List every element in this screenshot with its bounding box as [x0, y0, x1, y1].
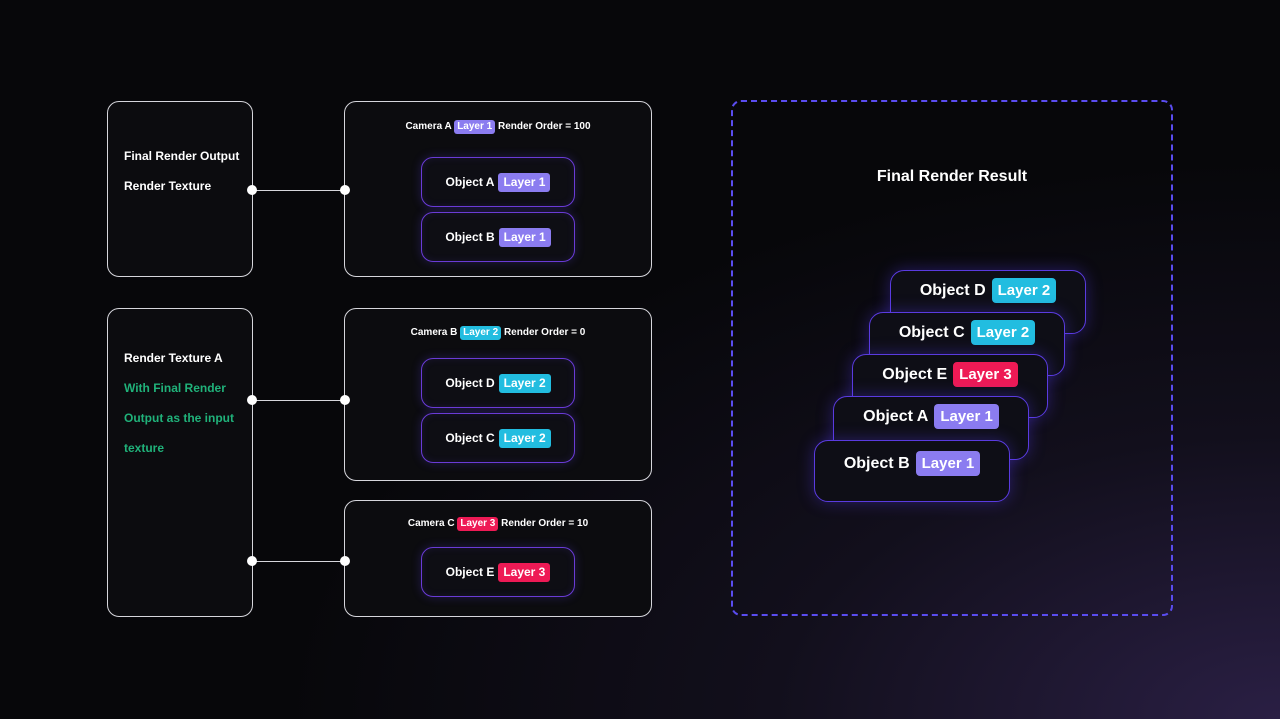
camera-a-name: Camera A	[405, 121, 452, 132]
layer-badge: Layer 1	[934, 404, 999, 429]
layer-badge: Layer 2	[498, 373, 551, 393]
camera-c-panel: Camera C Layer 3 Render Order = 10 Objec…	[344, 500, 652, 617]
layer-badge: Layer 1	[498, 227, 551, 247]
object-label: Object A	[445, 175, 495, 189]
camera-c-order: Render Order = 10	[501, 518, 589, 529]
camera-b-layer-badge: Layer 2	[460, 326, 502, 340]
camera-b-name: Camera B	[410, 327, 458, 338]
camera-a-header: Camera A Layer 1 Render Order = 100	[345, 120, 651, 134]
object-label: Object B	[843, 454, 910, 472]
layer-badge: Layer 1	[498, 172, 551, 192]
texture-note-line-3: texture	[124, 441, 165, 455]
object-label: Object E	[445, 565, 495, 579]
connector-dot	[340, 395, 350, 405]
camera-c-object-e: Object E Layer 3	[421, 547, 575, 597]
camera-b-header: Camera B Layer 2 Render Order = 0	[345, 326, 651, 340]
object-label: Object C	[445, 431, 495, 445]
camera-b-object-c: Object C Layer 2	[421, 413, 575, 463]
stack-object-b: Object B Layer 1	[814, 440, 1010, 502]
layer-badge: Layer 3	[498, 562, 551, 582]
final-render-output-panel: Final Render Output Render Texture	[107, 101, 253, 277]
stack-object-d: Object D Layer 2	[890, 270, 1086, 334]
camera-c-layer-badge: Layer 3	[457, 517, 499, 531]
camera-a-order: Render Order = 100	[498, 121, 591, 132]
layer-badge: Layer 2	[991, 278, 1057, 303]
texture-note-line-2: Output as the input	[124, 411, 234, 425]
camera-a-object-a: Object A Layer 1	[421, 157, 575, 207]
camera-b-panel: Camera B Layer 2 Render Order = 0 Object…	[344, 308, 652, 481]
connector-dot	[247, 395, 257, 405]
connector-final-to-camera-a	[252, 190, 345, 191]
camera-a-object-b: Object B Layer 1	[421, 212, 575, 262]
camera-a-panel: Camera A Layer 1 Render Order = 100 Obje…	[344, 101, 652, 277]
camera-c-header: Camera C Layer 3 Render Order = 10	[345, 517, 651, 531]
render-texture-a-label: Render Texture A	[124, 351, 223, 365]
object-label: Object E	[882, 365, 948, 383]
layer-badge: Layer 3	[953, 362, 1018, 387]
connector-texture-a-to-camera-c	[252, 561, 345, 562]
object-label: Object D	[919, 281, 986, 299]
camera-b-object-d: Object D Layer 2	[421, 358, 575, 408]
camera-b-order: Render Order = 0	[503, 327, 586, 338]
render-texture-label: Render Texture	[124, 179, 212, 193]
final-render-output-label: Final Render Output	[124, 149, 240, 163]
connector-dot	[247, 556, 257, 566]
connector-dot	[340, 556, 350, 566]
layer-badge: Layer 2	[498, 428, 551, 448]
camera-c-name: Camera C	[407, 518, 455, 529]
camera-a-layer-badge: Layer 1	[454, 120, 496, 134]
connector-dot	[340, 185, 350, 195]
texture-note-line-1: With Final Render	[124, 381, 226, 395]
object-label: Object A	[863, 407, 929, 425]
final-render-result-title: Final Render Result	[876, 168, 1028, 185]
connector-dot	[247, 185, 257, 195]
layer-badge: Layer 1	[915, 451, 981, 476]
layer-badge: Layer 2	[970, 320, 1036, 345]
object-label: Object C	[898, 323, 965, 341]
connector-texture-a-to-camera-b	[252, 400, 345, 401]
object-label: Object D	[445, 376, 495, 390]
object-label: Object B	[445, 230, 495, 244]
render-texture-a-panel: Render Texture A With Final Render Outpu…	[107, 308, 253, 617]
final-render-result-panel: Final Render Result	[731, 100, 1173, 616]
